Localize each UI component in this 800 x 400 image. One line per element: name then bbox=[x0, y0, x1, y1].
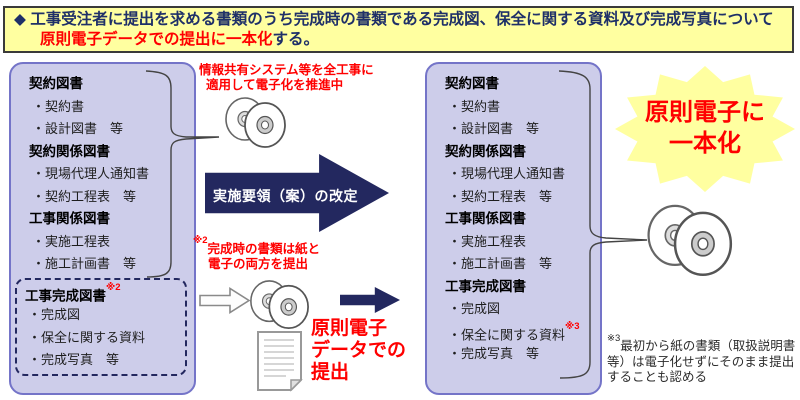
list-item: ・契約書 bbox=[32, 98, 85, 114]
label-line: 提出 bbox=[311, 362, 350, 383]
diamond-bullet-icon: ◆ bbox=[14, 11, 26, 28]
list-item-text: ・保全に関する資料 bbox=[448, 326, 566, 342]
badge-line: 原則電子に bbox=[645, 99, 765, 126]
list-item: ・現場代理人通知書 bbox=[32, 166, 150, 181]
list-item: ・完成図 bbox=[28, 307, 81, 322]
completed-documents-dashed-box: 工事完成図書※2 ・完成図 ・保全に関する資料 ・完成写真 等 bbox=[15, 277, 187, 376]
list-item: ・保全に関する資料 bbox=[28, 329, 146, 345]
list-item: ・保全に関する資料※3 bbox=[445, 321, 600, 344]
list-item: ・実施工程表 bbox=[448, 233, 527, 249]
list-item: ・現場代理人通知書 bbox=[448, 166, 566, 181]
list-item: ・完成図 bbox=[448, 301, 501, 316]
note-line: ※2完成時の書類は紙と bbox=[193, 235, 321, 257]
cd-disc-icon bbox=[647, 204, 733, 277]
paper-documents-footnote: ※3最初から紙の書類（取扱説明書等）は電子化せずにそのまま提出することも認める bbox=[607, 333, 799, 386]
list-item: ・完成写真 等 bbox=[28, 352, 120, 367]
note-line: 適用して電子化を推進中 bbox=[206, 78, 344, 92]
footnote-ref-3: ※3 bbox=[607, 333, 621, 344]
group-title: 工事完成図書 bbox=[445, 278, 526, 294]
header-line1-text: 工事受注者に提出を求める書類のうち完成時の書類である完成図、保全に関する資料及び… bbox=[30, 11, 774, 28]
label-line: データでの bbox=[311, 340, 407, 361]
digital-submission-label: 原則電子 データでの 提出 bbox=[311, 318, 406, 384]
list-item: ・設計図書 等 bbox=[448, 121, 540, 136]
note-line: 電子の両方を提出 bbox=[208, 257, 309, 272]
group-title: 契約関係図書 bbox=[29, 143, 110, 159]
submit-arrow bbox=[340, 287, 400, 313]
paper-and-digital-note: ※2完成時の書類は紙と 電子の両方を提出 bbox=[193, 235, 321, 272]
footnote-text: 最初から紙の書類（取扱説明書等）は電子化せずにそのまま提出することも認める bbox=[607, 339, 796, 385]
list-item: ・契約工程表 等 bbox=[448, 188, 553, 204]
left-documents-box: 契約図書 ・契約書 ・設計図書 等 契約関係図書 ・現場代理人通知書 ・契約工程… bbox=[9, 62, 196, 395]
note-line: 情報共有システム等を全工事に bbox=[199, 63, 374, 77]
badge-line: 一本化 bbox=[669, 130, 741, 157]
list-item: ・施工計画書 等 bbox=[32, 256, 137, 271]
paper-document-icon bbox=[257, 331, 303, 392]
list-item: ・実施工程表 bbox=[32, 233, 111, 249]
info-sharing-note: 情報共有システム等を全工事に 適用して電子化を推進中 bbox=[199, 63, 374, 93]
header-tail-text: する。 bbox=[272, 31, 320, 48]
label-line: 原則電子 bbox=[311, 318, 388, 339]
footnote-ref-3: ※3 bbox=[565, 320, 580, 332]
revision-arrow-label: 実施要領（案）の改定 bbox=[213, 188, 358, 204]
header-line1: ◆ 工事受注者に提出を求める書類のうち完成時の書類である完成図、保全に関する資料… bbox=[14, 10, 786, 30]
group-title: 工事関係図書 bbox=[445, 211, 526, 226]
group-title: 工事関係図書 bbox=[29, 211, 110, 226]
list-item: ・施工計画書 等 bbox=[448, 256, 553, 271]
header-line2: 原則電子データでの提出に一本化する。 bbox=[14, 30, 786, 50]
list-item: ・完成写真 等 bbox=[448, 346, 540, 361]
list-item: ・契約書 bbox=[448, 98, 501, 114]
group-title: 契約関係図書 bbox=[445, 143, 526, 159]
list-item: ・設計図書 等 bbox=[32, 121, 124, 136]
list-item: ・契約工程表 等 bbox=[32, 188, 137, 204]
cd-disc-icon bbox=[225, 97, 286, 148]
group-title-text: 工事完成図書 bbox=[25, 288, 106, 303]
hollow-right-arrow-icon bbox=[199, 287, 251, 314]
note-text: 完成時の書類は紙と bbox=[207, 242, 321, 257]
header-highlight-text: 原則電子データでの提出に一本化 bbox=[40, 31, 273, 48]
cd-disc-icon bbox=[250, 280, 309, 329]
unified-digital-badge-label: 原則電子に 一本化 bbox=[615, 97, 795, 159]
starburst-badge bbox=[615, 66, 795, 192]
group-title: 契約図書 bbox=[445, 76, 499, 91]
right-documents-box: 契約図書 ・契約書 ・設計図書 等 契約関係図書 ・現場代理人通知書 ・契約工程… bbox=[425, 62, 602, 395]
footnote-ref-2: ※2 bbox=[193, 235, 208, 246]
header-banner: ◆ 工事受注者に提出を求める書類のうち完成時の書類である完成図、保全に関する資料… bbox=[3, 6, 794, 53]
group-title: 工事完成図書※2 bbox=[25, 282, 185, 305]
group-title: 契約図書 bbox=[29, 76, 83, 91]
footnote-ref-2: ※2 bbox=[106, 281, 121, 293]
